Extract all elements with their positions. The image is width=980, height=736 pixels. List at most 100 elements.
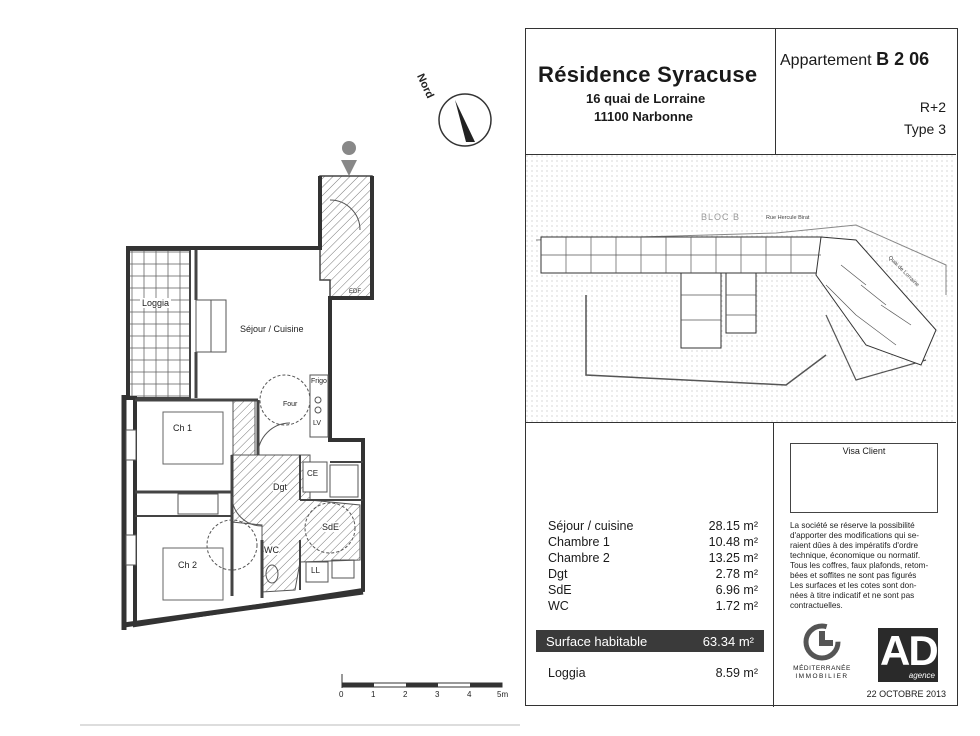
disclaimer-line: bées et soffites ne sont pas figurés <box>790 571 917 580</box>
loggia-area <box>127 249 191 399</box>
turning-circle <box>259 374 311 426</box>
area-row-dgt: Dgt 2.78 m² <box>548 567 758 581</box>
area-room: Séjour / cuisine <box>548 519 634 533</box>
mediterranee-line2: IMMOBILIER <box>795 673 849 680</box>
disclaimer-line: contractuelles. <box>790 601 843 610</box>
area-row-sde: SdE 6.96 m² <box>548 583 758 597</box>
loggia-label: Loggia <box>548 666 586 680</box>
room-label-wc: WC <box>264 545 279 555</box>
area-value: 2.78 m² <box>715 567 758 581</box>
label-edf: EDF <box>349 289 361 295</box>
disclaimer-line: nées à titre indicatif et ne sont pas <box>790 591 915 600</box>
washbasin <box>331 559 355 579</box>
area-room: WC <box>548 599 569 613</box>
circulation-area <box>231 454 361 593</box>
visa-box[interactable]: Visa Client <box>790 443 938 513</box>
apartment-id: B 2 06 <box>876 49 930 69</box>
hob <box>314 396 322 404</box>
document-date: 22 OCTOBRE 2013 <box>866 689 946 699</box>
window <box>177 493 219 515</box>
area-row-loggia: Loggia 8.59 m² <box>548 666 758 680</box>
unit-subdivisions <box>541 237 912 346</box>
room-label-sde: SdE <box>322 522 340 532</box>
area-room: SdE <box>548 583 572 597</box>
turning-circle <box>206 519 258 571</box>
scale-bar-segment <box>470 683 502 687</box>
scale-bar-segment <box>406 683 438 687</box>
room-label-sejour: Séjour / Cuisine <box>240 324 304 334</box>
residence-city: 11100 Narbonne <box>594 109 693 124</box>
disclaimer-line: Les surfaces et les cotes sont don- <box>790 581 917 590</box>
info-sheet: Résidence Syracuse 16 quai de Lorraine 1… <box>525 28 958 707</box>
entry-corridor <box>319 175 373 299</box>
apartment-prefix: Appartement <box>780 52 872 69</box>
floor-plan <box>80 93 520 726</box>
north-compass <box>438 93 492 147</box>
scale-tick-1: 1 <box>371 690 376 699</box>
area-value: 6.96 m² <box>715 583 758 597</box>
room-label-dgt: Dgt <box>273 482 288 492</box>
area-value: 10.48 m² <box>708 535 758 549</box>
toilet <box>265 564 279 584</box>
site-map-drawing <box>526 155 956 422</box>
north-arrow-icon <box>455 100 475 142</box>
mediterranee-line1: MÉDITERRANÉE <box>793 665 851 672</box>
entrance-marker <box>342 141 356 155</box>
building-block <box>725 272 757 334</box>
bed-ch1 <box>162 411 224 465</box>
total-value: 63.34 m² <box>702 633 754 649</box>
ad-text: AD <box>880 627 939 674</box>
room-label-ll: LL <box>311 566 320 575</box>
areas-panel: Séjour / cuisine 28.15 m² Chambre 1 10.4… <box>526 423 774 707</box>
mediterranee-logo-icon <box>803 623 841 661</box>
room-label-ch1: Ch 1 <box>173 423 193 433</box>
site-boundary <box>585 295 827 386</box>
disclaimer-line: Tous les coffres, faux plafonds, retom- <box>790 561 929 570</box>
site-road <box>535 224 947 295</box>
disclaimer-line: La société se réserve la possibilité <box>790 521 915 530</box>
visa-label: Visa Client <box>842 446 886 456</box>
ll-cupboard <box>305 561 329 583</box>
disclaimer-line: technique, économique ou normatif. <box>790 551 921 560</box>
apartment-floor: R+2 <box>919 99 946 115</box>
hob <box>314 406 322 414</box>
shower <box>329 464 359 498</box>
entrance-arrow <box>341 160 357 176</box>
disclaimer-line: d'apporter des modifications qui se- <box>790 531 919 540</box>
site-boundary <box>825 314 927 381</box>
scale-tick-5: 5m <box>497 690 509 699</box>
mediterranee-logo: MÉDITERRANÉE IMMOBILIER <box>786 623 858 683</box>
building-block <box>680 272 722 349</box>
area-row-sejour: Séjour / cuisine 28.15 m² <box>548 519 758 533</box>
area-value: 13.25 m² <box>708 551 758 565</box>
turning-circle <box>304 502 356 554</box>
label-lv: LV <box>313 420 322 427</box>
label-frigo: Frigo <box>311 378 327 385</box>
loggia-value: 8.59 m² <box>715 666 758 680</box>
client-panel: Visa Client La société se réserve la pos… <box>774 423 956 707</box>
door-swing <box>329 199 361 231</box>
area-row-chambre2: Chambre 2 13.25 m² <box>548 551 758 565</box>
scale-tick-4: 4 <box>467 690 472 699</box>
room-label-ch2: Ch 2 <box>178 560 198 570</box>
room-label-loggia: Loggia <box>140 298 172 308</box>
disclaimer-line: raient dûes à des impératifs d'ordre <box>790 541 919 550</box>
scale-bar-segment <box>342 683 374 687</box>
ad-agence-logo: AD agence <box>878 627 939 682</box>
area-value: 28.15 m² <box>708 519 758 533</box>
kitchen-counter <box>309 374 329 438</box>
disclaimer-text: La société se réserve la possibilité d'a… <box>790 521 942 611</box>
kitchen-hatch <box>232 399 256 456</box>
area-value: 1.72 m² <box>715 599 758 613</box>
area-room: Dgt <box>548 567 568 581</box>
header-apartment: Appartement B 2 06 R+2 Type 3 <box>776 29 956 155</box>
area-row-wc: WC 1.72 m² <box>548 599 758 613</box>
residence-street: 16 quai de Lorraine <box>586 91 706 106</box>
site-map: BLOC B Rue Hercule Birat Quai de Lorrain… <box>526 155 956 423</box>
bed-ch2 <box>162 547 224 601</box>
total-label: Surface habitable <box>546 633 648 649</box>
window <box>125 429 137 461</box>
area-room: Chambre 2 <box>548 551 610 565</box>
room-label-ce: CE <box>307 469 319 478</box>
window <box>125 534 137 566</box>
